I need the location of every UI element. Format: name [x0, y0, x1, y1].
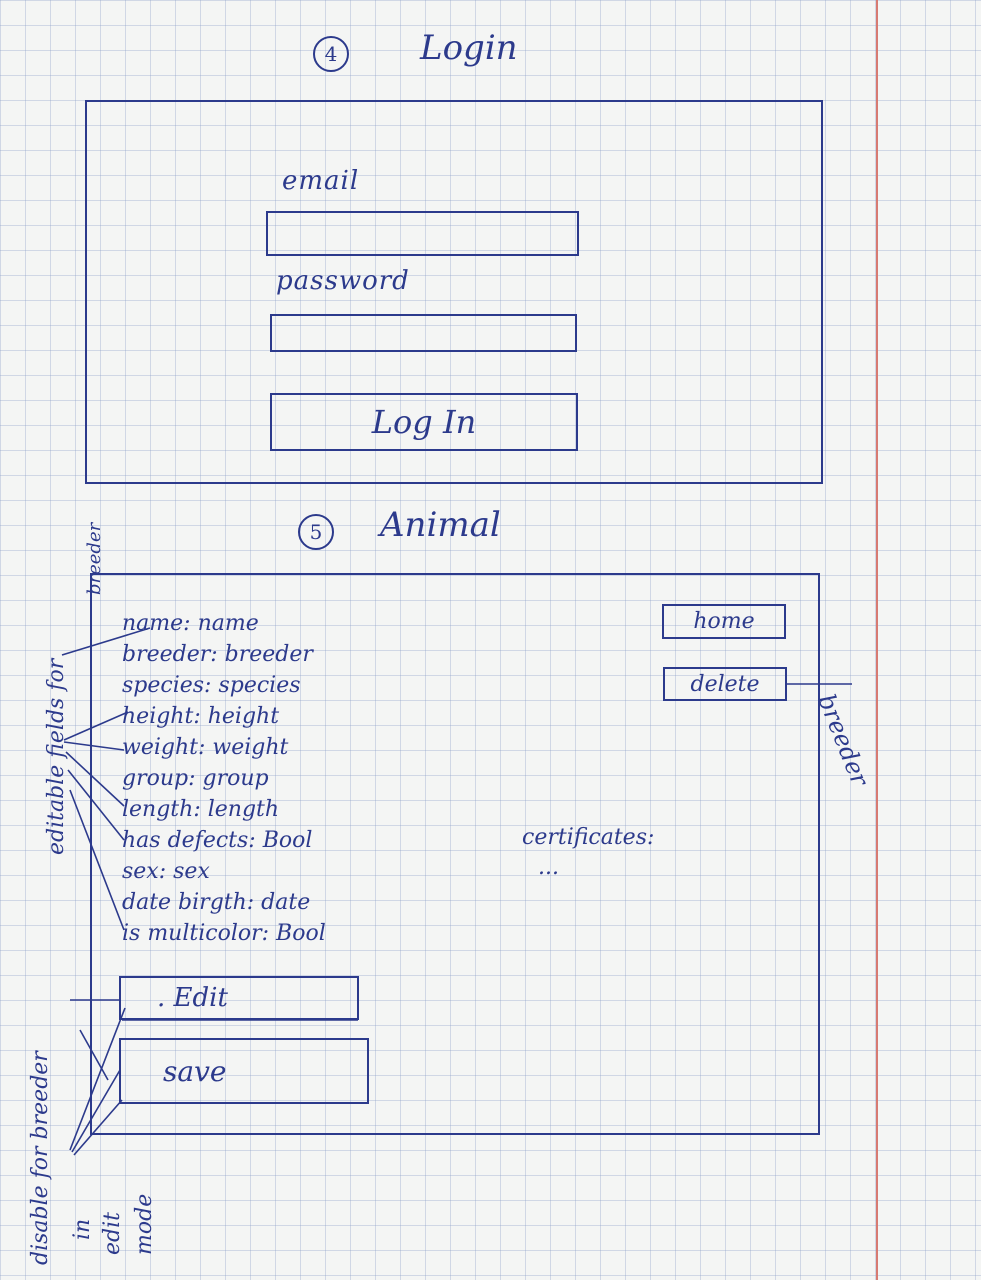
edit-button-label: . Edit	[157, 983, 228, 1013]
email-label: email	[282, 166, 360, 196]
arrow-to-edit-from-note	[69, 1007, 126, 1151]
notebook-margin-line	[876, 0, 878, 1280]
field-has-defects: has defects: Bool	[122, 828, 313, 853]
animal-field-list: name: name breeder: breeder species: spe…	[122, 608, 326, 949]
home-button-label: home	[693, 609, 755, 634]
field-weight: weight: weight	[122, 735, 289, 760]
password-field[interactable]	[270, 314, 577, 352]
field-group: group: group	[122, 766, 269, 791]
arrow-to-name	[61, 627, 151, 656]
animal-frame	[90, 573, 820, 1135]
arrow-to-multicolor	[69, 789, 125, 931]
login-button-label: Log In	[371, 403, 477, 441]
field-species: species: species	[122, 673, 301, 698]
login-frame	[85, 100, 823, 484]
delete-button[interactable]: delete	[663, 667, 787, 701]
arrow-to-save-from-note	[71, 1069, 121, 1153]
field-sex: sex: sex	[122, 859, 210, 884]
email-field[interactable]	[266, 211, 579, 256]
save-button[interactable]: save	[119, 1038, 369, 1104]
save-button-label: save	[163, 1054, 227, 1088]
field-is-multicolor: is multicolor: Bool	[122, 921, 326, 946]
field-breeder: breeder: breeder	[122, 642, 313, 667]
section-number-animal: 5	[298, 514, 334, 550]
field-name: name: name	[122, 611, 259, 636]
arrow-to-length	[65, 751, 125, 807]
arrow-to-height	[63, 711, 129, 741]
edit-button[interactable]: . Edit	[119, 976, 359, 1020]
field-length: length: length	[122, 797, 280, 822]
arrow-to-weight	[63, 741, 125, 751]
section-number-login: 4	[313, 36, 349, 72]
home-button[interactable]: home	[662, 604, 786, 639]
certificates-label: certificates:	[522, 825, 655, 850]
arrow-to-has-defects	[67, 769, 125, 841]
animal-title: Animal	[380, 505, 501, 545]
field-date-birth: date birgth: date	[122, 890, 311, 915]
login-title: Login	[420, 28, 518, 68]
login-button[interactable]: Log In	[270, 393, 578, 451]
field-height: height: height	[122, 704, 280, 729]
cross-a	[79, 1029, 109, 1081]
arrow-to-save-bottom	[73, 1099, 123, 1156]
password-label: password	[276, 266, 410, 296]
delete-button-label: delete	[690, 671, 760, 697]
certificates-value: ...	[538, 855, 559, 880]
